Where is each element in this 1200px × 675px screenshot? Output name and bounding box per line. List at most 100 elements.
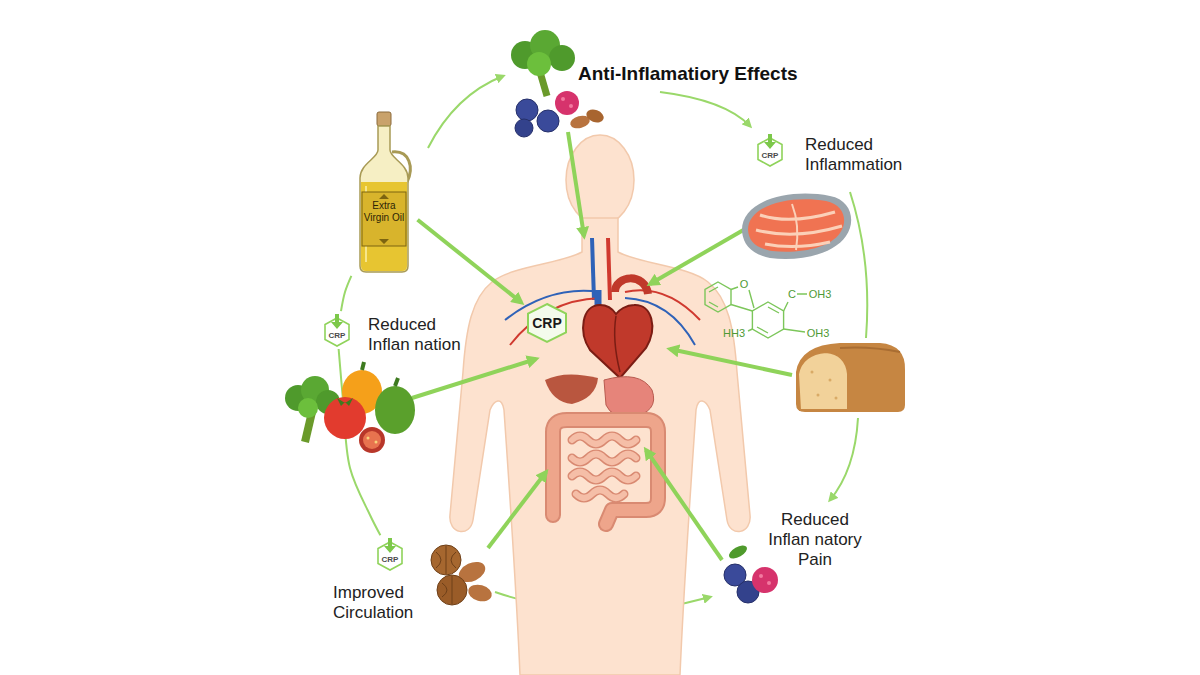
broccoli-berries-almonds: [569, 104, 573, 108]
badge-label: CRP: [322, 331, 352, 340]
food-to-body-arrows: [488, 472, 546, 548]
bread-loaf: [811, 371, 814, 374]
bread-loaf: [817, 394, 820, 397]
heart: [583, 305, 652, 378]
food-to-body-arrows: [412, 359, 536, 398]
badge-label: CRP: [375, 555, 405, 564]
bottle-shape: [362, 192, 406, 246]
berries: [767, 581, 771, 585]
berries: [727, 543, 749, 562]
atom-label: C: [788, 288, 796, 301]
hexagon-badge: [375, 537, 405, 571]
broccoli-berries-almonds: [515, 119, 533, 137]
vegetables: [298, 398, 318, 418]
cycle-arcs: [428, 76, 503, 148]
hexagon-badge: [331, 314, 343, 329]
food-to-body-arrows: [412, 132, 792, 560]
food-to-body-arrows: [646, 450, 722, 560]
broccoli-berries-almonds: [549, 45, 575, 71]
digestive-organs: [553, 420, 658, 524]
vegetables: [362, 362, 364, 370]
salmon-steak: [756, 212, 842, 247]
digestive-organs: [572, 436, 636, 498]
broccoli-berries-almonds: [584, 107, 605, 124]
digestive-organs: [604, 377, 654, 418]
broccoli-berries-almonds: [537, 110, 559, 132]
vegetables: [395, 378, 398, 386]
molecule-structure: [705, 282, 731, 312]
bottle-shape: [361, 182, 407, 271]
effect-label: Improved Circulation: [333, 583, 433, 623]
digestive-organs: [572, 436, 636, 498]
bottle-shape: [352, 112, 416, 274]
digestive-organs: [545, 374, 658, 524]
connector-line: [418, 220, 522, 303]
bottle-shape: [360, 126, 408, 272]
bread-loaf: [835, 397, 838, 400]
food-to-body-arrows: [670, 349, 792, 375]
molecule-structure: [705, 282, 807, 338]
nuts: [436, 546, 456, 574]
hexagon-badge: [755, 133, 785, 167]
hexagon-badge: [764, 134, 776, 149]
broccoli-berries-almonds: [561, 97, 565, 101]
vegetables: [367, 437, 370, 440]
food-to-body-arrows: [568, 132, 584, 236]
crp-badge: CRP: [526, 303, 568, 343]
effect-label: Reduced Inflan natory Pain: [764, 510, 866, 570]
salmon-steak: [792, 204, 797, 250]
nuts: [431, 545, 461, 575]
vegetables: [359, 427, 385, 453]
nuts: [431, 545, 494, 605]
vegetables: [363, 431, 381, 449]
berries: [759, 574, 763, 578]
olive-oil-bottle: Extra Virgin Oil: [352, 112, 416, 274]
effect-label: Reduced Inflan nation: [368, 315, 476, 355]
cycle-arcs: [660, 92, 750, 126]
bread-loaf: [798, 352, 848, 410]
human-body: [450, 218, 750, 675]
crp-badge: CRPReduced Inflan nation: [322, 313, 352, 347]
digestive-organs: [553, 420, 658, 524]
nuts: [442, 576, 452, 604]
nuts: [466, 582, 493, 604]
bread-loaf: [796, 343, 905, 412]
broccoli-berries-almonds: [555, 91, 579, 115]
digestive-organs: [545, 374, 598, 404]
crp-badge: CRPImproved Circulation: [375, 537, 405, 571]
molecule-structure: [731, 287, 807, 332]
bread-loaf: [840, 348, 900, 353]
vegetables: [337, 398, 353, 406]
bread-loaf: [796, 343, 905, 412]
connector-line: [341, 276, 351, 311]
blood-vessels: [608, 238, 610, 300]
heart: [615, 316, 620, 372]
atom-label: OH3: [807, 327, 830, 340]
heart: [615, 278, 648, 294]
bread-loaf: [829, 379, 832, 382]
atom-label: O: [740, 278, 749, 291]
vegetables: [375, 386, 415, 434]
cycle-arcs: [830, 418, 858, 500]
vegetables: [375, 441, 378, 444]
diagram-title: Anti-Inflamatiory Effects: [578, 62, 798, 86]
heart: [583, 278, 652, 378]
berries: [752, 567, 778, 593]
nuts: [437, 575, 467, 605]
salmon-steak: [742, 194, 851, 259]
cycle-arcs: [850, 192, 867, 338]
bottle-shape: [377, 112, 391, 126]
bottle-label: Extra Virgin Oil: [362, 200, 406, 224]
molecule-structure: [709, 287, 779, 333]
atom-label: HH3: [723, 327, 745, 340]
berries: [724, 543, 778, 603]
vegetables: [324, 397, 366, 439]
salmon-steak: [742, 194, 851, 259]
crp-badge: CRPReduced Inflammation: [755, 133, 785, 167]
human-body: [450, 135, 750, 675]
effect-label: Reduced Inflammation: [805, 135, 917, 175]
